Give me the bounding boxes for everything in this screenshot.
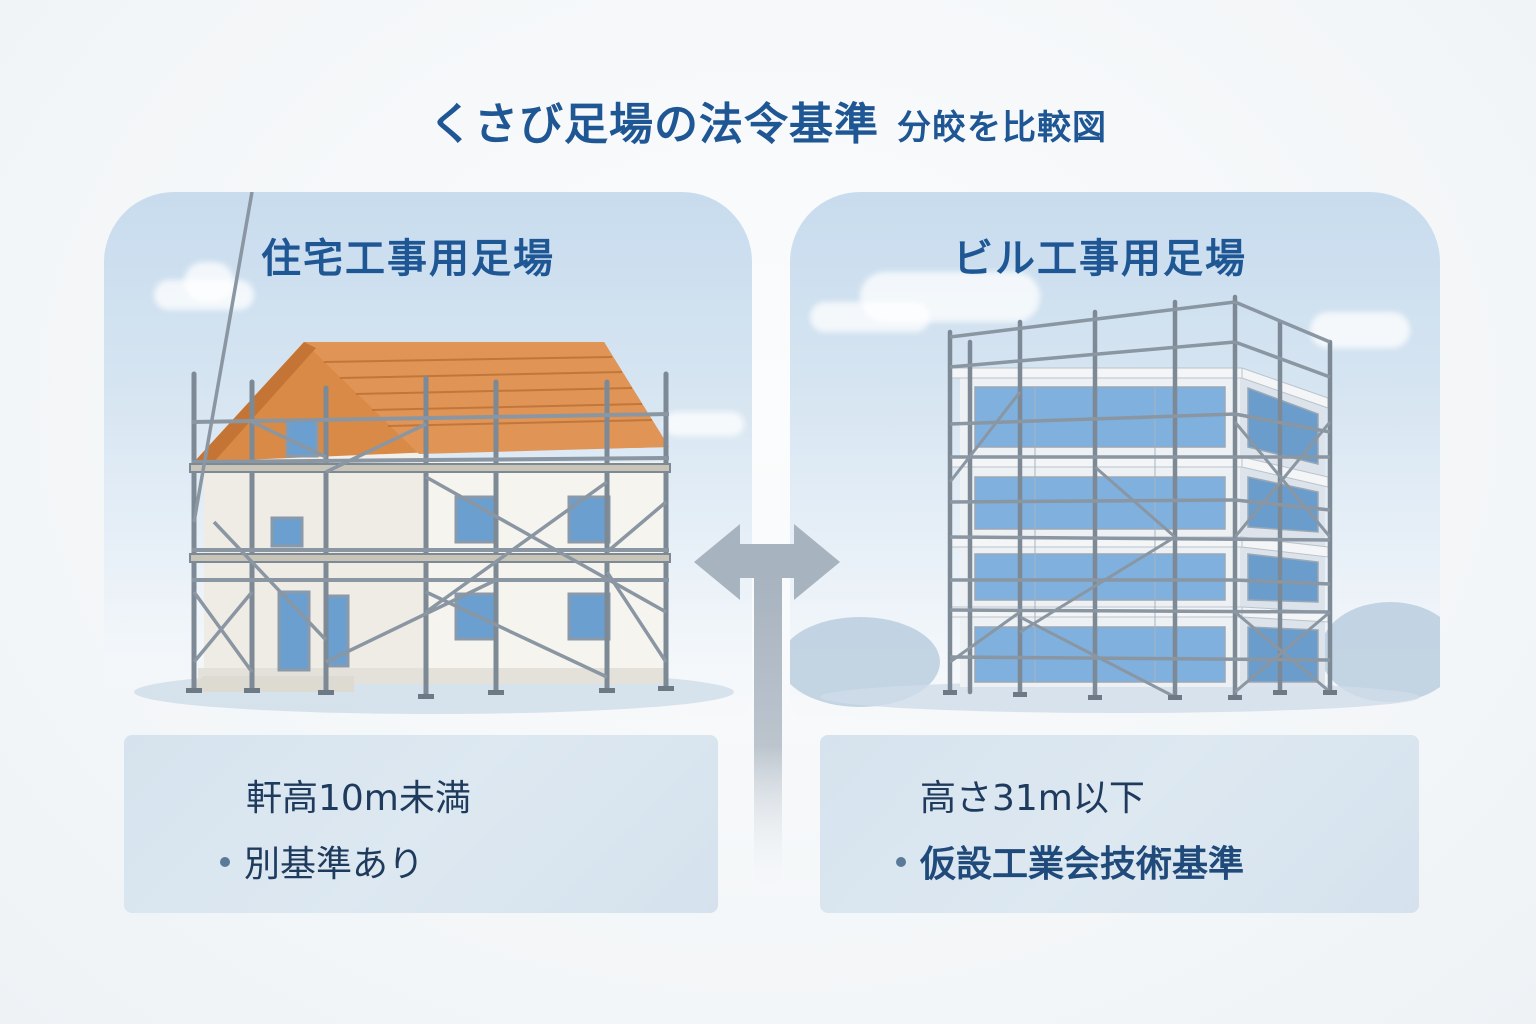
residential-standard-text: 別基準あり [244,844,425,885]
residential-standard-note: 別基準あり [220,835,424,887]
residential-height-criterion: 軒高10m未満 [246,778,471,819]
double-arrow-icon [694,524,840,886]
bullet-icon [220,857,230,867]
house-with-scaffolding-icon [134,192,734,714]
page-title: くさび足場の法令基準分皎を比較図 [0,88,1536,152]
residential-panel: 住宅工事用足場 [104,192,752,722]
residential-info-box: 軒高10m未満 別基準あり [124,735,718,913]
title-sub: 分皎を比較図 [897,108,1107,148]
building-standard-text: 仮設工業会技術基準 [920,844,1245,885]
cloud-decoration [810,302,930,332]
cloud-decoration [664,412,744,436]
building-panel: ビル工事用足場 [790,192,1440,722]
residential-title: 住宅工事用足場 [261,236,555,282]
cloud-decoration [184,262,234,302]
building-title: ビル工事用足場 [953,236,1247,282]
building-info-box: 高さ31m以下 仮設工業会技術基準 [820,735,1419,913]
building-height-criterion: 高さ31m以下 [920,778,1145,819]
building-standard-note: 仮設工業会技術基準 [896,835,1244,887]
title-main: くさび足場の法令基準 [429,99,879,150]
bullet-icon [896,857,906,867]
building-with-scaffolding-icon [790,294,1440,713]
